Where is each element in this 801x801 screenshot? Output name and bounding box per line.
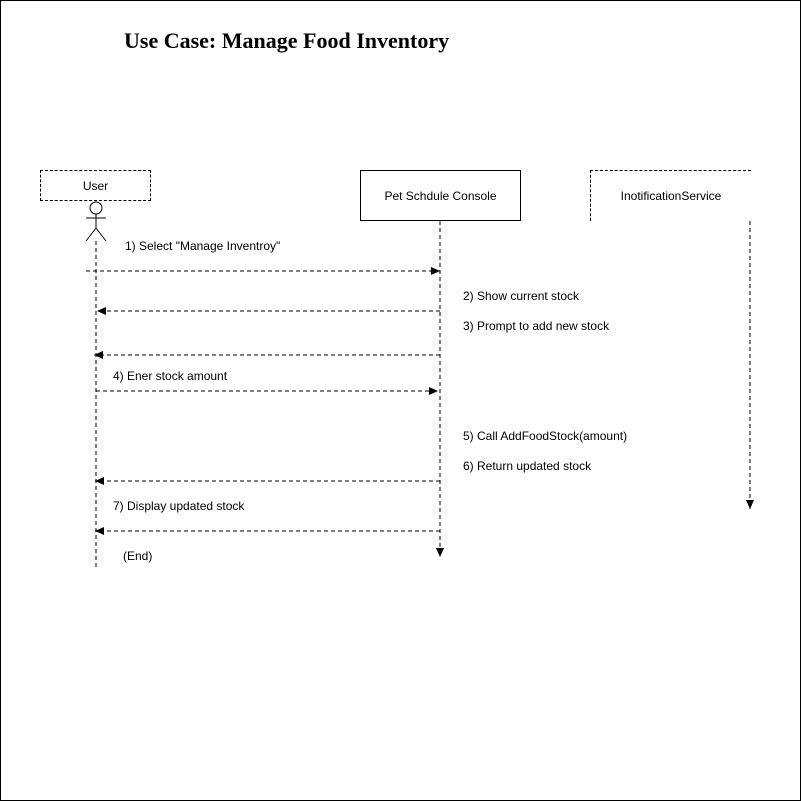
message-label-2: 2) Show current stock: [463, 289, 580, 303]
lifeline-console-label: Pet Schdule Console: [384, 188, 497, 203]
lifeline-notification-label: InotificationService: [620, 189, 722, 203]
user-actor-icon: [85, 201, 107, 242]
message-label-7: 7) Display updated stock: [113, 499, 245, 513]
message-label-1: 1) Select "Manage Inventroy": [125, 239, 281, 253]
end-label: (End): [123, 549, 153, 563]
lifeline-console-box: Pet Schdule Console: [360, 170, 521, 221]
message-label-3: 3) Prompt to add new stock: [463, 319, 610, 333]
message-label-5: 5) Call AddFoodStock(amount): [463, 429, 628, 443]
message-label-6: 6) Return updated stock: [463, 459, 592, 473]
lifeline-notification-box: InotificationService: [590, 170, 751, 221]
lifeline-user-label: User: [82, 178, 109, 193]
diagram-title: Use Case: Manage Food Inventory: [124, 28, 450, 53]
lifeline-user-box: User: [40, 170, 151, 201]
message-label-4: 4) Ener stock amount: [113, 369, 228, 383]
